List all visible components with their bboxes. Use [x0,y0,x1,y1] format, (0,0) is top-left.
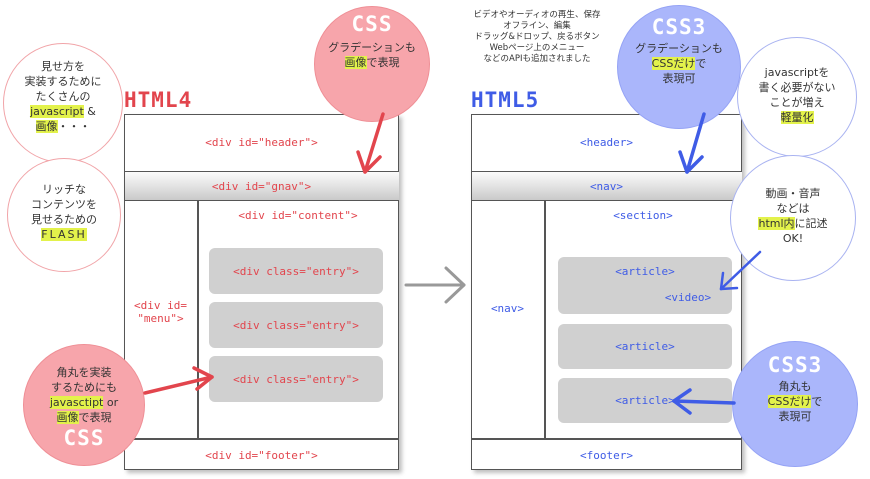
bubble-text: CSSだけで [618,56,740,71]
bubble-text: に記述 [794,217,828,230]
bubble-text: で表現 [78,411,112,424]
html5-nav-side-label: <nav> [490,302,525,315]
bubble-highlight: javasctipt [49,396,104,409]
html5-video-label: <video> [664,291,712,304]
bubble-text: で [811,395,823,408]
bubble-text: or [103,396,119,409]
bubble-text: するためにも [51,381,117,394]
bubble-title: CSS [63,426,105,450]
bubble-css-gradient: CSS グラデーションも 画像で表現 [314,6,430,122]
bubble-text: & [83,105,96,118]
html5-article-label-1: <article> [615,265,675,278]
bubble-text: ・・・ [57,120,91,133]
html5-article-box-2 [558,324,732,369]
html4-entry-label-3: <div class="entry"> [233,373,359,386]
bubble-css3-gradient: CSS3 グラデーションも CSSだけで 表現可 [617,5,741,129]
bubble-text: 見せるための [31,213,97,226]
bubble-text: 角丸を実装 [56,366,112,379]
bubble-highlight: html内 [758,217,795,230]
html4-footer-divider [124,438,399,440]
html5-nav-band [471,171,742,201]
html4-entry-box-1 [209,248,383,294]
html5-nav-top-label: <nav> [589,180,624,193]
bubble-title: CSS [351,12,393,36]
bubble-text: 画像・・・ [4,119,122,134]
blue-arrow-media [719,250,762,291]
html5-nav-divider [544,201,546,438]
bubble-highlight: CSSだけ [767,395,812,408]
bubble-text: などは [776,202,810,215]
bubble-text: で [695,57,707,70]
html4-entry-label-2: <div class="entry"> [233,319,359,332]
html5-footer-divider [471,438,742,440]
bubble-text: 画像で表現 [24,410,144,425]
html4-header-label: <div id="header"> [205,136,318,149]
html4-gnav-band [124,171,399,201]
bubble-text: グラデーションも [328,41,416,54]
bubble-highlight: 画像 [35,120,58,133]
bubble-flash: リッチな コンテンツを 見せるための FLASH [7,158,121,272]
bubble-highlight: FLASH [41,228,87,241]
api-note: ビデオやオーディオの再生、保存 オフライン、編集 ドラッグ&ドロップ、戻るボタン… [473,10,601,64]
bubble-text: javascript & [4,104,122,119]
bubble-text: たくさんの [35,90,91,103]
html4-menu-label: <div id= "menu"> [134,299,187,325]
transition-arrow [404,266,466,304]
bubble-highlight: CSSだけ [651,57,696,70]
bubble-highlight: 軽量化 [780,111,814,124]
bubble-images-js: 見せ方を 実装するために たくさんの javascript & 画像・・・ [3,43,123,163]
bubble-text: 実装するために [24,75,102,88]
html4-entry-box-2 [209,302,383,348]
bubble-text: グラデーションも [635,42,723,55]
bubble-text: 見せ方を [41,60,85,73]
bubble-text: 軽量化 [738,110,856,125]
red-arrow-radius [143,366,214,395]
bubble-highlight: 画像 [344,56,367,69]
html5-article-box-1 [558,257,732,314]
html5-header-label: <header> [580,136,633,149]
bubble-css-radius: 角丸を実装 するためにも javasctipt or 画像で表現 CSS [23,344,145,466]
bubble-text: 動画・音声 [765,187,821,200]
bubble-title: CSS3 [651,15,707,39]
bubble-css3-radius: CSS3 角丸も CSSだけで 表現可 [732,341,858,467]
html5-footer-label: <footer> [580,449,633,462]
html4-title: HTML4 [124,88,193,112]
blue-arrow-radius [672,388,736,415]
bubble-highlight: 画像 [56,411,79,424]
bubble-text: html内に記述 [731,216,855,231]
html5-article-label-3: <article> [615,394,675,407]
bubble-text: 書く必要がない [758,81,836,94]
html4-entry-box-3 [209,356,383,402]
bubble-text: 画像で表現 [315,55,429,70]
blue-arrow-gradient [678,112,706,174]
bubble-highlight: javascript [30,105,84,118]
html4-entry-label-1: <div class="entry"> [233,265,359,278]
bubble-text: OK! [782,232,804,245]
bubble-text: 角丸も [778,380,812,393]
bubble-text: 表現可 [662,72,696,85]
bubble-lightweight: javascriptを 書く必要がない ことが増え 軽量化 [737,37,857,157]
html5-section-label: <section> [613,209,673,222]
bubble-text: FLASH [8,227,120,242]
bubble-text: コンテンツを [31,198,97,211]
html4-menu-divider [197,201,199,438]
red-arrow-gradient [356,112,385,174]
bubble-text: CSSだけで [733,394,857,409]
bubble-text: javascriptを [764,66,830,79]
bubble-text: javasctipt or [24,395,144,410]
bubble-text: で表現 [366,56,400,69]
bubble-title: CSS3 [767,353,823,377]
bubble-text: 表現可 [778,410,812,423]
html4-footer-label: <div id="footer"> [205,449,318,462]
html5-article-label-2: <article> [615,340,675,353]
html4-gnav-label: <div id="gnav"> [211,180,312,193]
bubble-text: ことが増え [769,96,825,109]
html4-content-label: <div id="content"> [238,209,358,222]
bubble-text: リッチな [42,183,86,196]
html5-title: HTML5 [471,88,540,112]
